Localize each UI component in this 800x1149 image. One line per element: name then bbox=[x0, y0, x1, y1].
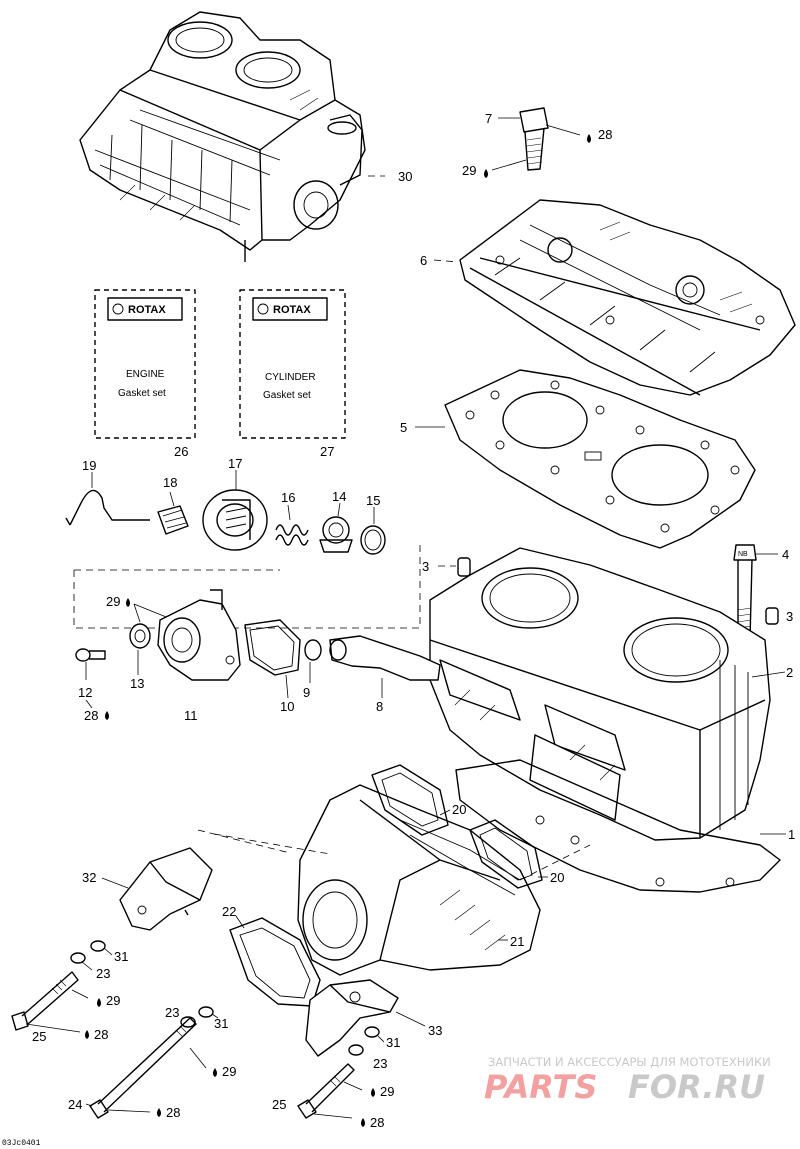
callout-31c: 31 bbox=[386, 1035, 400, 1050]
manifold-gasket-lower bbox=[469, 819, 543, 889]
callout-10: 10 bbox=[280, 699, 294, 714]
outlet-fitting bbox=[329, 635, 441, 681]
housing-gasket bbox=[244, 619, 301, 676]
callout-23b: 23 bbox=[165, 1005, 179, 1020]
check-valve bbox=[157, 505, 189, 535]
callout-23a: 23 bbox=[96, 966, 110, 981]
callout-13: 13 bbox=[130, 676, 144, 691]
water-pump-cover bbox=[202, 489, 268, 551]
engine-kit-title: ENGINE bbox=[126, 369, 165, 380]
callout-12: 12 bbox=[78, 685, 92, 700]
washer-left bbox=[70, 940, 106, 964]
upper-bracket bbox=[119, 847, 213, 931]
callout-2: 2 bbox=[786, 665, 793, 680]
callout-6: 6 bbox=[420, 253, 427, 268]
callout-28b: 28 bbox=[84, 708, 98, 723]
callout-3a: 3 bbox=[422, 559, 429, 574]
exhaust-gasket bbox=[229, 917, 321, 1007]
exhaust-bolt-right bbox=[297, 1063, 355, 1119]
engine-kit-brand: ROTAX bbox=[128, 304, 166, 316]
callout-5: 5 bbox=[400, 420, 407, 435]
callout-27: 27 bbox=[320, 444, 334, 459]
callout-25b: 25 bbox=[272, 1097, 286, 1112]
exhaust-bolt-left bbox=[11, 971, 79, 1031]
callout-20a: 20 bbox=[452, 802, 466, 817]
callout-28c: 28 bbox=[94, 1027, 108, 1042]
lower-bracket bbox=[305, 979, 399, 1057]
cylinder-kit-title: CYLINDER bbox=[265, 372, 316, 383]
callout-32: 32 bbox=[82, 870, 96, 885]
thermostat bbox=[319, 516, 353, 553]
engine-kit-subtitle: Gasket set bbox=[118, 388, 166, 399]
callout-9: 9 bbox=[303, 685, 310, 700]
callout-28e: 28 bbox=[370, 1115, 384, 1130]
callout-31a: 31 bbox=[114, 949, 128, 964]
callout-21: 21 bbox=[510, 934, 524, 949]
callout-31b: 31 bbox=[214, 1016, 228, 1031]
washer-right bbox=[348, 1026, 380, 1056]
callout-30: 30 bbox=[398, 169, 412, 184]
callout-25a: 25 bbox=[32, 1029, 46, 1044]
callout-3b: 3 bbox=[786, 609, 793, 624]
cylinder-kit-subtitle: Gasket set bbox=[263, 390, 311, 401]
callout-24: 24 bbox=[68, 1097, 82, 1112]
callout-29b: 29 bbox=[106, 594, 120, 609]
exhaust-manifold bbox=[297, 784, 541, 976]
callout-19: 19 bbox=[82, 458, 96, 473]
callout-20b: 20 bbox=[550, 870, 564, 885]
washer-middle bbox=[180, 1006, 214, 1028]
watermark-logo-left: PARTS bbox=[484, 1068, 597, 1106]
callout-29a: 29 bbox=[462, 163, 476, 178]
callout-33: 33 bbox=[428, 1023, 442, 1038]
retaining-clip bbox=[65, 489, 150, 526]
head-gasket bbox=[444, 369, 756, 549]
cylinder-gasket-kit: ROTAX CYLINDER Gasket set bbox=[239, 289, 346, 439]
callout-26: 26 bbox=[174, 444, 188, 459]
o-ring-9 bbox=[304, 639, 322, 661]
callout-1: 1 bbox=[788, 827, 795, 842]
watermark-tagline: ЗАПЧАСТИ И АКСЕССУАРЫ ДЛЯ МОТОТЕХНИКИ bbox=[488, 1055, 771, 1069]
watermark: ЗАПЧАСТИ И АКСЕССУАРЫ ДЛЯ МОТОТЕХНИКИ PA… bbox=[484, 1055, 771, 1106]
torque-label: NB bbox=[738, 551, 748, 558]
cylinder-bolt: NB bbox=[733, 544, 757, 641]
thermostat-housing bbox=[157, 589, 241, 681]
callout-8: 8 bbox=[376, 699, 383, 714]
o-ring-15 bbox=[360, 525, 386, 555]
callout-14: 14 bbox=[332, 489, 346, 504]
callout-29e: 29 bbox=[380, 1084, 394, 1099]
head-bolt bbox=[519, 107, 549, 171]
dowel-pin-lower bbox=[765, 607, 779, 625]
callout-17: 17 bbox=[228, 456, 242, 471]
callout-16: 16 bbox=[281, 490, 295, 505]
figure-code: 03Jc0401 bbox=[2, 1139, 41, 1148]
cylinder-base-gasket bbox=[455, 759, 781, 893]
drop-icons bbox=[85, 134, 591, 1127]
cylinder bbox=[429, 547, 771, 841]
callout-28a: 28 bbox=[598, 127, 612, 142]
callout-4: 4 bbox=[782, 547, 789, 562]
oil-seal bbox=[129, 623, 151, 649]
callout-7: 7 bbox=[485, 111, 492, 126]
callout-18: 18 bbox=[163, 475, 177, 490]
small-bolt bbox=[75, 648, 106, 662]
watermark-logo-right: FOR.RU bbox=[628, 1068, 765, 1106]
engine-block bbox=[79, 11, 366, 262]
callout-11: 11 bbox=[184, 708, 198, 723]
callout-15: 15 bbox=[366, 493, 380, 508]
engine-gasket-kit: ROTAX ENGINE Gasket set bbox=[94, 289, 196, 439]
dowel-pin-upper bbox=[457, 557, 471, 577]
callout-29c: 29 bbox=[106, 993, 120, 1008]
callout-28d: 28 bbox=[166, 1105, 180, 1120]
callout-29d: 29 bbox=[222, 1064, 236, 1079]
spring bbox=[275, 524, 309, 546]
manifold-gasket-upper bbox=[371, 764, 449, 836]
callout-23c: 23 bbox=[373, 1056, 387, 1071]
callout-22: 22 bbox=[222, 904, 236, 919]
long-exhaust-bolt bbox=[89, 1017, 197, 1119]
cylinder-head bbox=[459, 199, 796, 396]
cylinder-kit-brand: ROTAX bbox=[273, 304, 311, 316]
